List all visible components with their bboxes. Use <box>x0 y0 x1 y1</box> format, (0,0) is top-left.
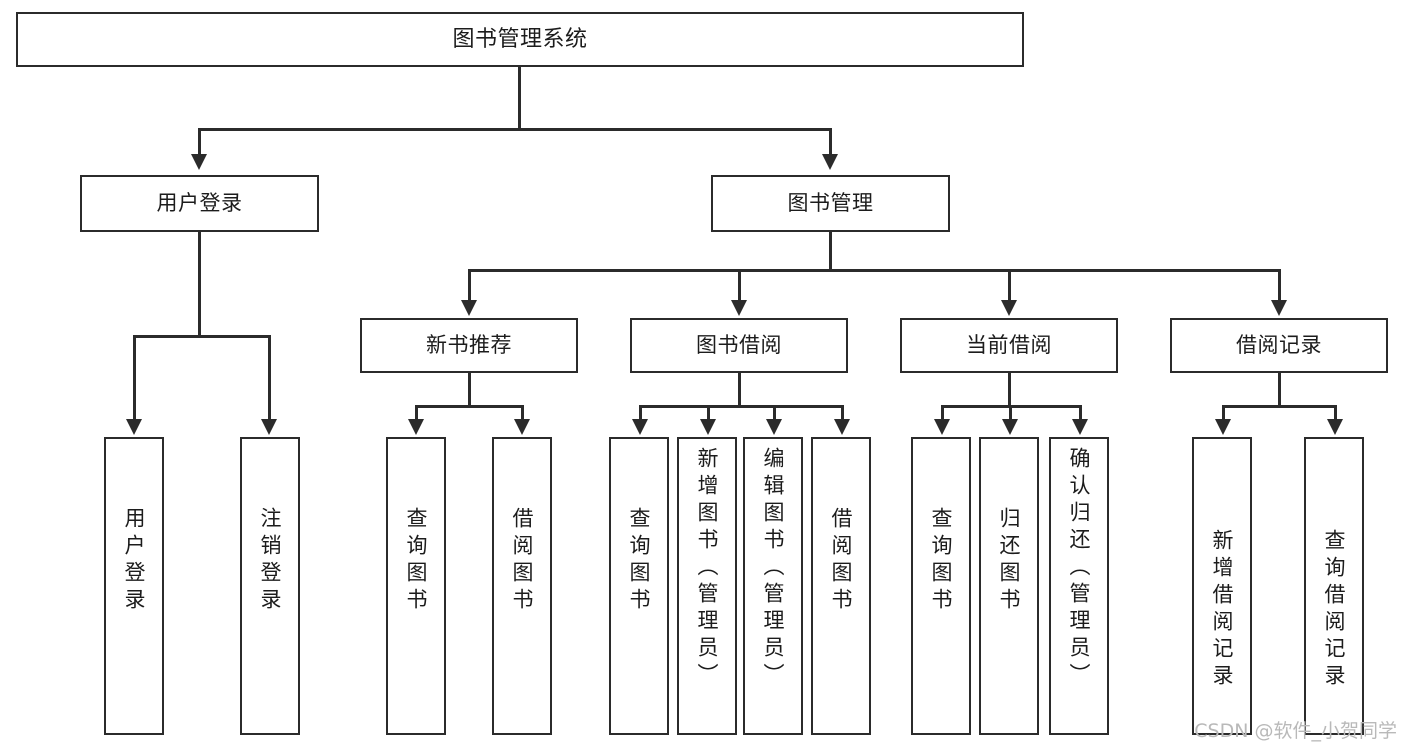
node-book-management[interactable]: 图书管理 <box>711 175 950 232</box>
node-current-borrow[interactable]: 当前借阅 <box>900 318 1118 373</box>
leaf-logout[interactable]: 注销登录 <box>240 437 300 735</box>
arrow-to-leaf-nbr-2 <box>514 419 530 435</box>
node-label: 新增借阅记录 <box>1210 529 1235 691</box>
connector-borrow-record-bus <box>1222 405 1335 408</box>
node-label: 编辑图书（管理员） <box>761 447 786 690</box>
leaf-bb-add-book-admin[interactable]: 新增图书（管理员） <box>677 437 737 735</box>
connector-user-login-drop-1 <box>133 335 136 421</box>
node-borrow-record[interactable]: 借阅记录 <box>1170 318 1388 373</box>
arrow-to-current-borrow <box>1001 300 1017 316</box>
connector-bb-drop-1 <box>639 405 642 421</box>
node-label: 图书借阅 <box>696 333 782 358</box>
leaf-nbr-query-book[interactable]: 查询图书 <box>386 437 446 735</box>
arrow-to-leaf-cb-3 <box>1072 419 1088 435</box>
connector-cb-drop-2 <box>1009 405 1012 421</box>
node-label: 用户登录 <box>122 507 147 615</box>
arrow-to-leaf-user-login <box>126 419 142 435</box>
arrow-to-leaf-logout <box>261 419 277 435</box>
leaf-bb-edit-book-admin[interactable]: 编辑图书（管理员） <box>743 437 803 735</box>
connector-new-book-recommend-bus <box>415 405 522 408</box>
connector-nbr-drop-1 <box>415 405 418 421</box>
node-label: 确认归还（管理员） <box>1067 447 1092 690</box>
node-label: 图书管理 <box>787 191 874 216</box>
arrow-to-book-management <box>822 154 838 170</box>
arrow-to-leaf-nbr-1 <box>408 419 424 435</box>
connector-nbr-drop-2 <box>521 405 524 421</box>
node-label: 查询借阅记录 <box>1322 529 1347 691</box>
connector-level1-bus <box>198 128 831 131</box>
arrow-to-leaf-bb-3 <box>766 419 782 435</box>
leaf-bb-query-book[interactable]: 查询图书 <box>609 437 669 735</box>
arrow-to-leaf-br-2 <box>1327 419 1343 435</box>
leaf-bb-borrow-book[interactable]: 借阅图书 <box>811 437 871 735</box>
connector-level2-drop-2 <box>738 269 741 302</box>
connector-level2-drop-3 <box>1008 269 1011 302</box>
leaf-cb-return-book[interactable]: 归还图书 <box>979 437 1039 735</box>
connector-current-borrow-stem <box>1008 373 1011 407</box>
arrow-to-leaf-bb-4 <box>834 419 850 435</box>
node-label: 查询图书 <box>404 507 429 615</box>
node-root-book-management-system[interactable]: 图书管理系统 <box>16 12 1024 67</box>
node-book-borrow[interactable]: 图书借阅 <box>630 318 848 373</box>
connector-level1-drop-right <box>829 128 832 156</box>
node-label: 归还图书 <box>997 507 1022 615</box>
leaf-br-query-record[interactable]: 查询借阅记录 <box>1304 437 1364 735</box>
arrow-to-leaf-bb-2 <box>700 419 716 435</box>
connector-root-stem <box>518 67 521 130</box>
connector-book-borrow-bus <box>639 405 843 408</box>
connector-book-management-stem <box>829 232 832 271</box>
connector-new-book-recommend-stem <box>468 373 471 407</box>
leaf-user-login[interactable]: 用户登录 <box>104 437 164 735</box>
arrow-to-leaf-cb-2 <box>1002 419 1018 435</box>
connector-borrow-record-stem <box>1278 373 1281 407</box>
connector-cb-drop-3 <box>1079 405 1082 421</box>
node-label: 图书管理系统 <box>452 26 588 52</box>
arrow-to-borrow-record <box>1271 300 1287 316</box>
arrow-to-book-borrow <box>731 300 747 316</box>
connector-br-drop-2 <box>1334 405 1337 421</box>
connector-br-drop-1 <box>1222 405 1225 421</box>
connector-bb-drop-2 <box>707 405 710 421</box>
node-user-login[interactable]: 用户登录 <box>80 175 319 232</box>
leaf-nbr-borrow-book[interactable]: 借阅图书 <box>492 437 552 735</box>
node-label: 注销登录 <box>258 507 283 615</box>
connector-level2-drop-4 <box>1278 269 1281 302</box>
arrow-to-user-login <box>191 154 207 170</box>
arrow-to-leaf-br-1 <box>1215 419 1231 435</box>
connector-bb-drop-4 <box>841 405 844 421</box>
connector-level1-drop-left <box>198 128 201 156</box>
node-label: 用户登录 <box>156 191 243 216</box>
node-label: 借阅记录 <box>1236 333 1322 358</box>
connector-cb-drop-1 <box>941 405 944 421</box>
node-label: 借阅图书 <box>829 507 854 615</box>
node-label: 查询图书 <box>627 507 652 615</box>
node-label: 当前借阅 <box>966 333 1052 358</box>
arrow-to-leaf-bb-1 <box>632 419 648 435</box>
leaf-cb-confirm-return-admin[interactable]: 确认归还（管理员） <box>1049 437 1109 735</box>
leaf-cb-query-book[interactable]: 查询图书 <box>911 437 971 735</box>
node-new-book-recommend[interactable]: 新书推荐 <box>360 318 578 373</box>
node-label: 查询图书 <box>929 507 954 615</box>
node-label: 新增图书（管理员） <box>695 447 720 690</box>
connector-bb-drop-3 <box>773 405 776 421</box>
connector-user-login-drop-2 <box>268 335 271 421</box>
connector-user-login-bus <box>133 335 270 338</box>
arrow-to-leaf-cb-1 <box>934 419 950 435</box>
connector-level2-bus <box>468 269 1279 272</box>
connector-book-borrow-stem <box>738 373 741 407</box>
connector-level2-drop-1 <box>468 269 471 302</box>
leaf-br-add-record[interactable]: 新增借阅记录 <box>1192 437 1252 735</box>
connector-user-login-stem <box>198 232 201 337</box>
node-label: 新书推荐 <box>426 333 512 358</box>
node-label: 借阅图书 <box>510 507 535 615</box>
arrow-to-new-book-recommend <box>461 300 477 316</box>
